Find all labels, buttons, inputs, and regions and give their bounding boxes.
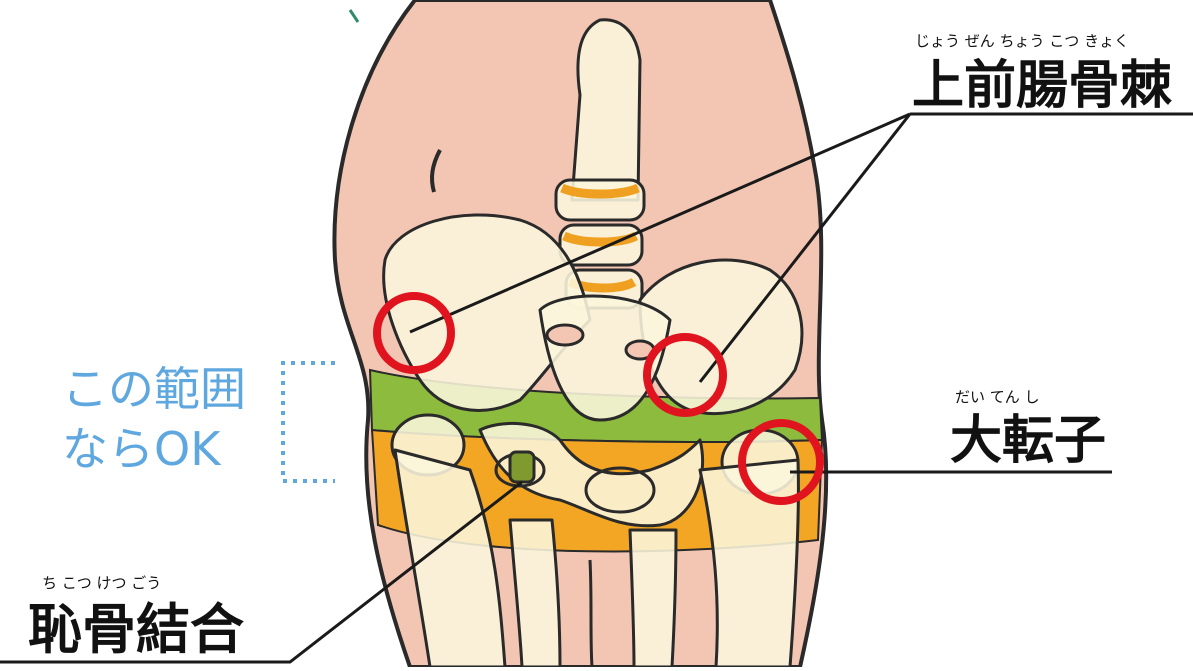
range-note: この範囲 ならOK (62, 362, 246, 476)
label-asis: じょう ぜん ちょう こつ きょく 上前腸骨棘 (912, 32, 1172, 116)
trochanter-ruby: だい てん し (955, 388, 1040, 406)
asis-label: 上前腸骨棘 (912, 56, 1172, 116)
trochanter-label: 大転子 (950, 411, 1106, 471)
right-inner-bone (630, 530, 676, 667)
symphysis-ruby: ち こつ けつ ごう (42, 574, 161, 592)
leg-split-line (590, 560, 592, 667)
label-symphysis: ち こつ けつ ごう 恥骨結合 (28, 574, 244, 661)
spine (572, 20, 640, 200)
label-trochanter: だい てん し 大転子 (950, 388, 1106, 471)
range-note-line1: この範囲 (62, 362, 246, 416)
sacral-hole-left (547, 325, 583, 345)
range-note-line2: ならOK (62, 422, 222, 476)
dotted-bracket-icon (283, 363, 335, 481)
symphysis-label: 恥骨結合 (28, 598, 244, 661)
pubic-symphysis-mark (510, 452, 534, 482)
asis-ruby: じょう ぜん ちょう こつ きょく (915, 32, 1129, 50)
small-mark (350, 10, 358, 22)
